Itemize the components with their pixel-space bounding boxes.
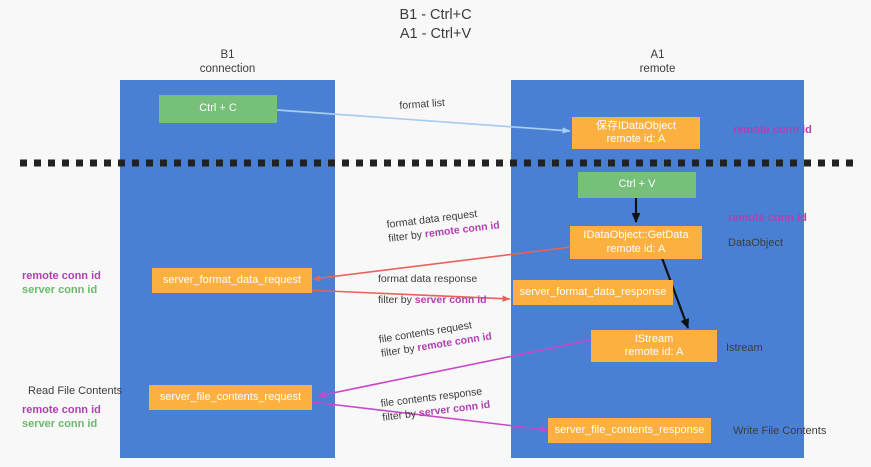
edge-label-format-data-response-main: format data response: [378, 273, 478, 285]
column-header-a1-role: remote: [639, 63, 676, 75]
title-line-2: A1 - Ctrl+V: [399, 26, 472, 42]
box-server-format-data-request-label: server_format_data_request: [162, 273, 302, 286]
annotation-left-server-conn-id-bottom: server conn id: [22, 418, 98, 430]
annotation-left-server-conn-id-mid: server conn id: [22, 284, 98, 296]
filter-prefix: filter by: [378, 293, 415, 306]
filter-key-server-conn-id: server conn id: [414, 293, 487, 306]
box-server-format-data-response-label: server_format_data_response: [519, 285, 667, 298]
box-server-file-contents-response[interactable]: server_file_contents_response: [548, 418, 711, 443]
box-server-format-data-response[interactable]: server_format_data_response: [513, 280, 673, 305]
edge-label-format-data-request: format data request filter by remote con…: [386, 205, 500, 245]
box-server-file-contents-request-label: server_file_contents_request: [159, 390, 302, 403]
edge-label-file-contents-request: file contents request filter by remote c…: [378, 316, 493, 360]
column-header-a1: A1 remote: [511, 48, 804, 76]
box-ctrl-c-label: Ctrl + C: [199, 102, 237, 115]
box-idataobject-subtitle: remote id: A: [606, 133, 666, 145]
edge-label-format-list-text: format list: [399, 96, 446, 112]
box-istream-title: IStream: [634, 332, 674, 345]
box-idataobject-title: 保存IDataObject: [595, 119, 677, 132]
annotation-left-read-file-contents: Read File Contents: [28, 385, 123, 397]
edge-label-format-list: format list: [399, 97, 445, 114]
box-ctrl-v-label: Ctrl + V: [618, 178, 656, 191]
edge-label-file-contents-response: file contents response filter by server …: [380, 385, 491, 425]
box-ctrl-v[interactable]: Ctrl + V: [578, 172, 696, 198]
column-header-a1-name: A1: [650, 49, 665, 61]
box-server-format-data-request[interactable]: server_format_data_request: [152, 268, 312, 293]
box-getdata-subtitle: remote id: A: [606, 242, 666, 255]
box-idataobject-getdata[interactable]: IDataObject::GetData remote id: A: [570, 226, 702, 259]
column-header-b1-role: connection: [199, 63, 256, 75]
box-ctrl-c[interactable]: Ctrl + C: [159, 95, 277, 123]
edge-label-format-data-response-filter: filter by server conn id: [378, 294, 487, 308]
diagram-title: B1 - Ctrl+C A1 - Ctrl+V: [0, 6, 871, 44]
annotation-right-write-file-contents: Write File Contents: [733, 425, 827, 437]
title-line-1: B1 - Ctrl+C: [399, 7, 472, 23]
annotation-left-remote-conn-id-bottom: remote conn id: [22, 404, 101, 416]
box-istream-subtitle: remote id: A: [624, 346, 684, 358]
annotation-right-remote-conn-id-mid: remote conn id: [728, 212, 807, 224]
box-server-file-contents-request[interactable]: server_file_contents_request: [149, 385, 312, 410]
annotation-right-istream: Istream: [726, 342, 763, 354]
annotation-right-remote-conn-id-top: remote conn id: [733, 124, 812, 136]
column-header-b1-name: B1: [220, 49, 235, 61]
box-getdata-title: IDataObject::GetData: [583, 229, 689, 241]
annotation-right-dataobject: DataObject: [728, 237, 784, 249]
column-header-b1: B1 connection: [120, 48, 335, 76]
box-idataobject[interactable]: 保存IDataObject remote id: A: [572, 117, 700, 149]
annotation-left-remote-conn-id-mid: remote conn id: [22, 270, 101, 282]
edge-label-format-data-response: format data response filter by server co…: [378, 273, 487, 307]
box-server-file-contents-response-label: server_file_contents_response: [554, 423, 705, 436]
box-istream[interactable]: IStream remote id: A: [591, 330, 717, 362]
